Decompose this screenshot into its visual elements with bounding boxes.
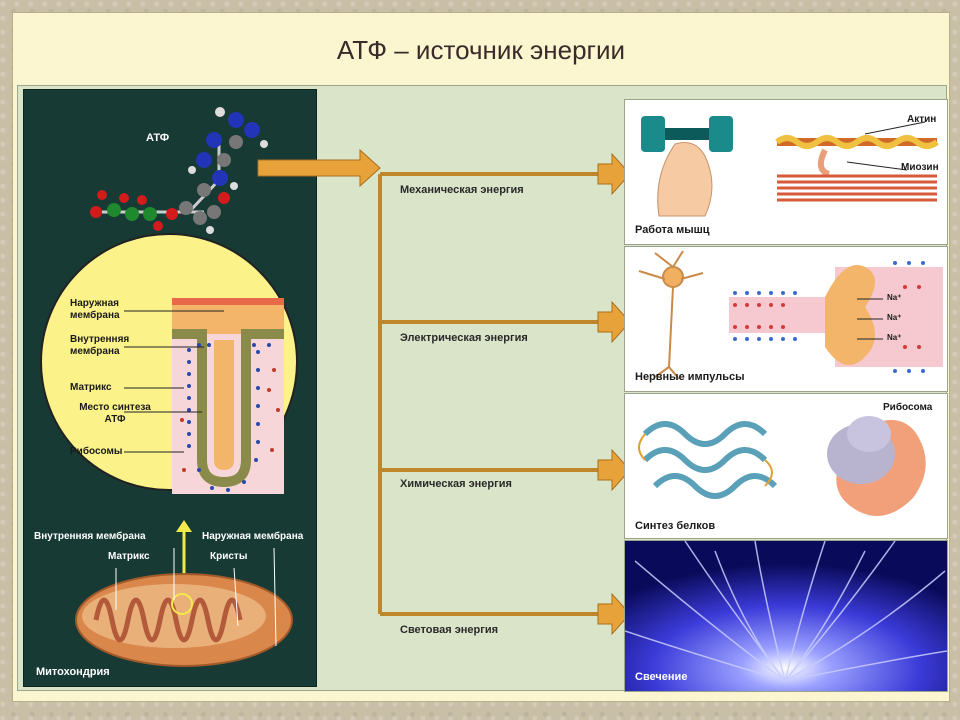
mito-inner-label: Внутренняя мембрана (34, 531, 146, 542)
panel-muscle: Актин Миозин Работа мышц (624, 99, 948, 245)
protein-illustration (638, 416, 926, 516)
energy-label-light: Световая энергия (400, 624, 499, 636)
matrix-label: Матрикс (70, 382, 112, 393)
diagram-area: АТФ Наружная мембрана Внутренняя мембран… (17, 85, 948, 692)
muscle-illustration (641, 116, 939, 217)
atp-molecule (90, 107, 268, 234)
na-label-3: Na⁺ (887, 333, 902, 342)
mito-matrix-label: Матрикс (108, 551, 150, 562)
nerve-caption: Нервные импульсы (635, 371, 745, 383)
page-title: АТФ – источник энергии (336, 35, 626, 65)
mito-outer-label: Наружная мембрана (202, 531, 304, 542)
mito-cristae-label: Кристы (210, 551, 248, 562)
muscle-caption: Работа мышц (635, 224, 710, 236)
nerve-illustration (638, 250, 943, 380)
left-illustration (40, 107, 298, 667)
panel-light: Свечение (624, 540, 948, 692)
na-label-1: Na⁺ (887, 293, 902, 302)
mitochondrion-illustration (75, 573, 293, 667)
actin-label: Актин (907, 114, 937, 125)
na-label-2: Na⁺ (887, 313, 902, 322)
inner-membrane-label: Внутренняя мембрана (70, 334, 130, 357)
outer-membrane-label: Наружная мембрана (70, 298, 120, 321)
myosin-label: Миозин (901, 162, 939, 173)
mitochondrion-panel: АТФ Наружная мембрана Внутренняя мембран… (23, 89, 317, 687)
light-illustration (625, 541, 947, 691)
atp-label: АТФ (146, 132, 170, 144)
crista-cutaway (172, 298, 284, 494)
atp-site-label: Место синтеза АТФ (79, 402, 151, 425)
energy-label-chemical: Химическая энергия (400, 478, 512, 490)
energy-label-mechanical: Механическая энергия (400, 184, 524, 196)
ribosomes-label: Рибосомы (70, 446, 123, 457)
ribosome-label: Рибосома (883, 402, 933, 413)
energy-label-electrical: Электрическая энергия (400, 332, 528, 344)
mitochondrion-label: Митохондрия (36, 666, 110, 678)
light-caption: Свечение (635, 671, 688, 683)
panel-protein: Рибосома Синтез белков (624, 393, 948, 539)
protein-caption: Синтез белков (635, 520, 716, 532)
slide: АТФ – источник энергии (12, 12, 950, 702)
panel-nerve: Na⁺ Na⁺ Na⁺ Нервные импульсы (624, 246, 948, 392)
